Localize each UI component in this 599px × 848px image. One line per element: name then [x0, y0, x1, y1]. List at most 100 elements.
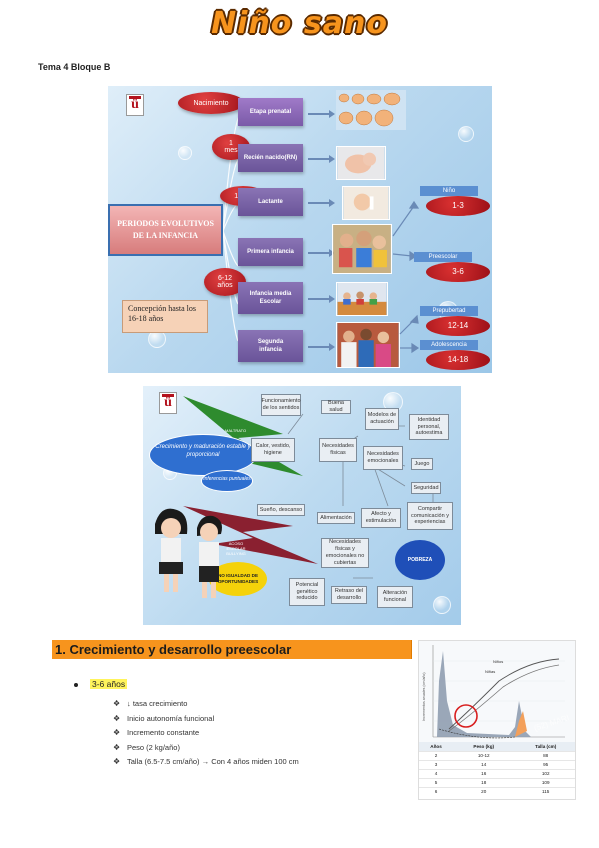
age-range-1-3: 1-3	[426, 196, 490, 216]
stage-infancia-media-label: Infancia media Escolar	[249, 290, 292, 305]
list-item-text: Peso (2 kg/año)	[127, 742, 180, 752]
highlighted-age-text: 3-6 años	[90, 679, 128, 689]
category-preescolar-label: Preescolar	[414, 252, 472, 262]
diamond-bullet-icon: ❖	[113, 742, 121, 752]
list-item-text: ↓ tasa crecimiento	[127, 699, 188, 708]
bubble-decoration	[178, 146, 192, 160]
stage-recien-nacido: Recién nacido(RN)	[238, 144, 303, 172]
table-cell: 2	[419, 750, 454, 760]
preescolar-list: ❖ ↓ tasa crecimiento ❖ Inicio autonomía fu…	[113, 697, 299, 770]
table-cell: 10-12	[453, 750, 515, 760]
y-axis-label: Incrementos anuales (cm/año)	[422, 672, 426, 721]
table-cell: 115	[514, 786, 575, 796]
table-cell: 16	[453, 768, 515, 778]
bubble-decoration	[433, 596, 451, 614]
category-prepubertad-label: Prepubertad	[420, 306, 478, 316]
table-cell: 6	[419, 786, 454, 796]
pobreza-ellipse: POBREZA	[395, 540, 445, 580]
school-children-photo	[336, 282, 388, 316]
table-header-cell: Talla (cm)	[514, 742, 575, 751]
stage-primera-infancia-label: Primera infancia	[247, 249, 294, 255]
stage-prenatal-label: Etapa prenatal	[249, 109, 292, 115]
box-alteracion-funcional: Alteración funcional	[377, 586, 413, 608]
table-cell: 95	[514, 759, 575, 769]
table-header-row: Años Peso (kg) Talla (cm)	[419, 742, 575, 751]
box-alimentacion: Alimentación	[317, 512, 355, 524]
box-funcionamiento-sentidos: Funcionamiento de los sentidos	[261, 394, 301, 416]
bullet-dot-icon	[74, 683, 78, 687]
table-header-cell: Peso (kg)	[453, 742, 515, 751]
stage-lactante: Lactante	[238, 188, 303, 216]
growth-velocity-figure: (52) MARI Niños Niñas Incrementos anuale…	[418, 640, 576, 800]
teenagers-photo	[336, 322, 400, 368]
table-cell: 102	[514, 768, 575, 778]
crecimiento-ellipse: Crecimiento y maduración estable y propo…	[149, 434, 257, 476]
box-compartir-comunicacion: Compartir comunicación y experiencias	[407, 502, 453, 530]
list-item-text: Inicio autonomía funcional	[127, 713, 215, 723]
inferencias-ellipse: Inferencias puntuales	[201, 470, 253, 492]
box-necesidades-fisicas: Necesidades físicas	[319, 438, 357, 462]
box-calor-vestido: Calor, vestido, higiene	[251, 438, 295, 462]
children-photo	[332, 224, 392, 274]
table-cell: 88	[514, 750, 575, 760]
box-seguridad: Seguridad	[411, 482, 441, 494]
section-header: 1. Crecimiento y desarrollo preescolar	[52, 640, 412, 659]
box-necesidades-no-cubiertas: Necesidades físicas y emocionales no cub…	[321, 538, 369, 568]
arrow-icon	[308, 110, 335, 118]
stage-infancia-media: Infancia media Escolar	[238, 282, 303, 314]
list-item: ❖ Inicio autonomía funcional	[113, 712, 299, 727]
box-identidad-personal: Identidad personal, autoestima	[409, 414, 449, 440]
category-adolescencia-label: Adolescencia	[420, 340, 478, 350]
box-potencial-genetico: Potencial genético reducido	[289, 578, 325, 606]
age-range-14-18: 14-18	[426, 350, 490, 370]
age-range-3-6: 3-6	[426, 262, 490, 282]
diamond-bullet-icon: ❖	[113, 728, 121, 737]
box-modelos-actuacion: Modelos de actuación	[365, 408, 399, 430]
oval-nacimiento: Nacimiento	[178, 92, 244, 114]
university-logo: ü	[126, 94, 144, 116]
arrow-icon	[308, 343, 335, 351]
slide-periodos-evolutivos: ü PERIODOS EVOLUTIVOS DE LA INFANCIA Con…	[108, 86, 492, 373]
box-necesidades-emocionales: Necesidades emocionales	[363, 446, 403, 470]
stage-recien-nacido-label: Recién nacido(RN)	[243, 155, 298, 161]
stage-segunda-infancia: Segunda infancia	[238, 330, 303, 362]
newborn-photo	[336, 146, 386, 180]
line-label-ninas: Niñas	[485, 669, 495, 674]
diamond-bullet-icon: ❖	[113, 757, 121, 766]
table-cell: 20	[453, 786, 515, 796]
periodos-evolutivos-text: PERIODOS EVOLUTIVOS DE LA INFANCIA	[117, 219, 214, 240]
arrow-icon	[308, 155, 335, 163]
table-cell: 14	[453, 759, 515, 769]
table-cell: 109	[514, 777, 575, 787]
line-label-ninos: Niños	[493, 659, 503, 664]
table-header-cell: Años	[419, 742, 454, 751]
list-item-text: Incremento constante	[127, 728, 200, 737]
diamond-bullet-icon: ❖	[113, 699, 121, 708]
table-cell: 18	[453, 777, 515, 787]
periodos-evolutivos-box: PERIODOS EVOLUTIVOS DE LA INFANCIA	[108, 204, 223, 256]
category-nino-label: Niño	[420, 186, 478, 196]
page-title: Niño sano	[211, 6, 388, 41]
concepcion-box: Concepción hasta los 16-18 años	[122, 300, 208, 333]
diamond-bullet-icon: ❖	[113, 713, 121, 723]
stage-prenatal: Etapa prenatal	[238, 98, 303, 126]
maltrato-label: MALTRATO	[225, 428, 247, 433]
table-cell: 4	[419, 768, 454, 778]
table-cell: 3	[419, 759, 454, 769]
arrow-icon	[308, 199, 335, 207]
arrow-icon	[308, 295, 335, 303]
table-cell: 5	[419, 777, 454, 787]
children-illustration	[155, 508, 222, 598]
topic-label: Tema 4 Bloque B	[38, 62, 111, 72]
list-item: ❖ ↓ tasa crecimiento	[113, 697, 299, 712]
university-logo: ü	[159, 392, 177, 414]
box-sueno-descanso: Sueño, descanso	[257, 504, 305, 516]
list-item-text: Talla (6.5-7.5 cm/año) → Con 4 años mide…	[127, 757, 299, 766]
list-item: ❖ Talla (6.5-7.5 cm/año) → Con 4 años mid…	[113, 755, 299, 770]
